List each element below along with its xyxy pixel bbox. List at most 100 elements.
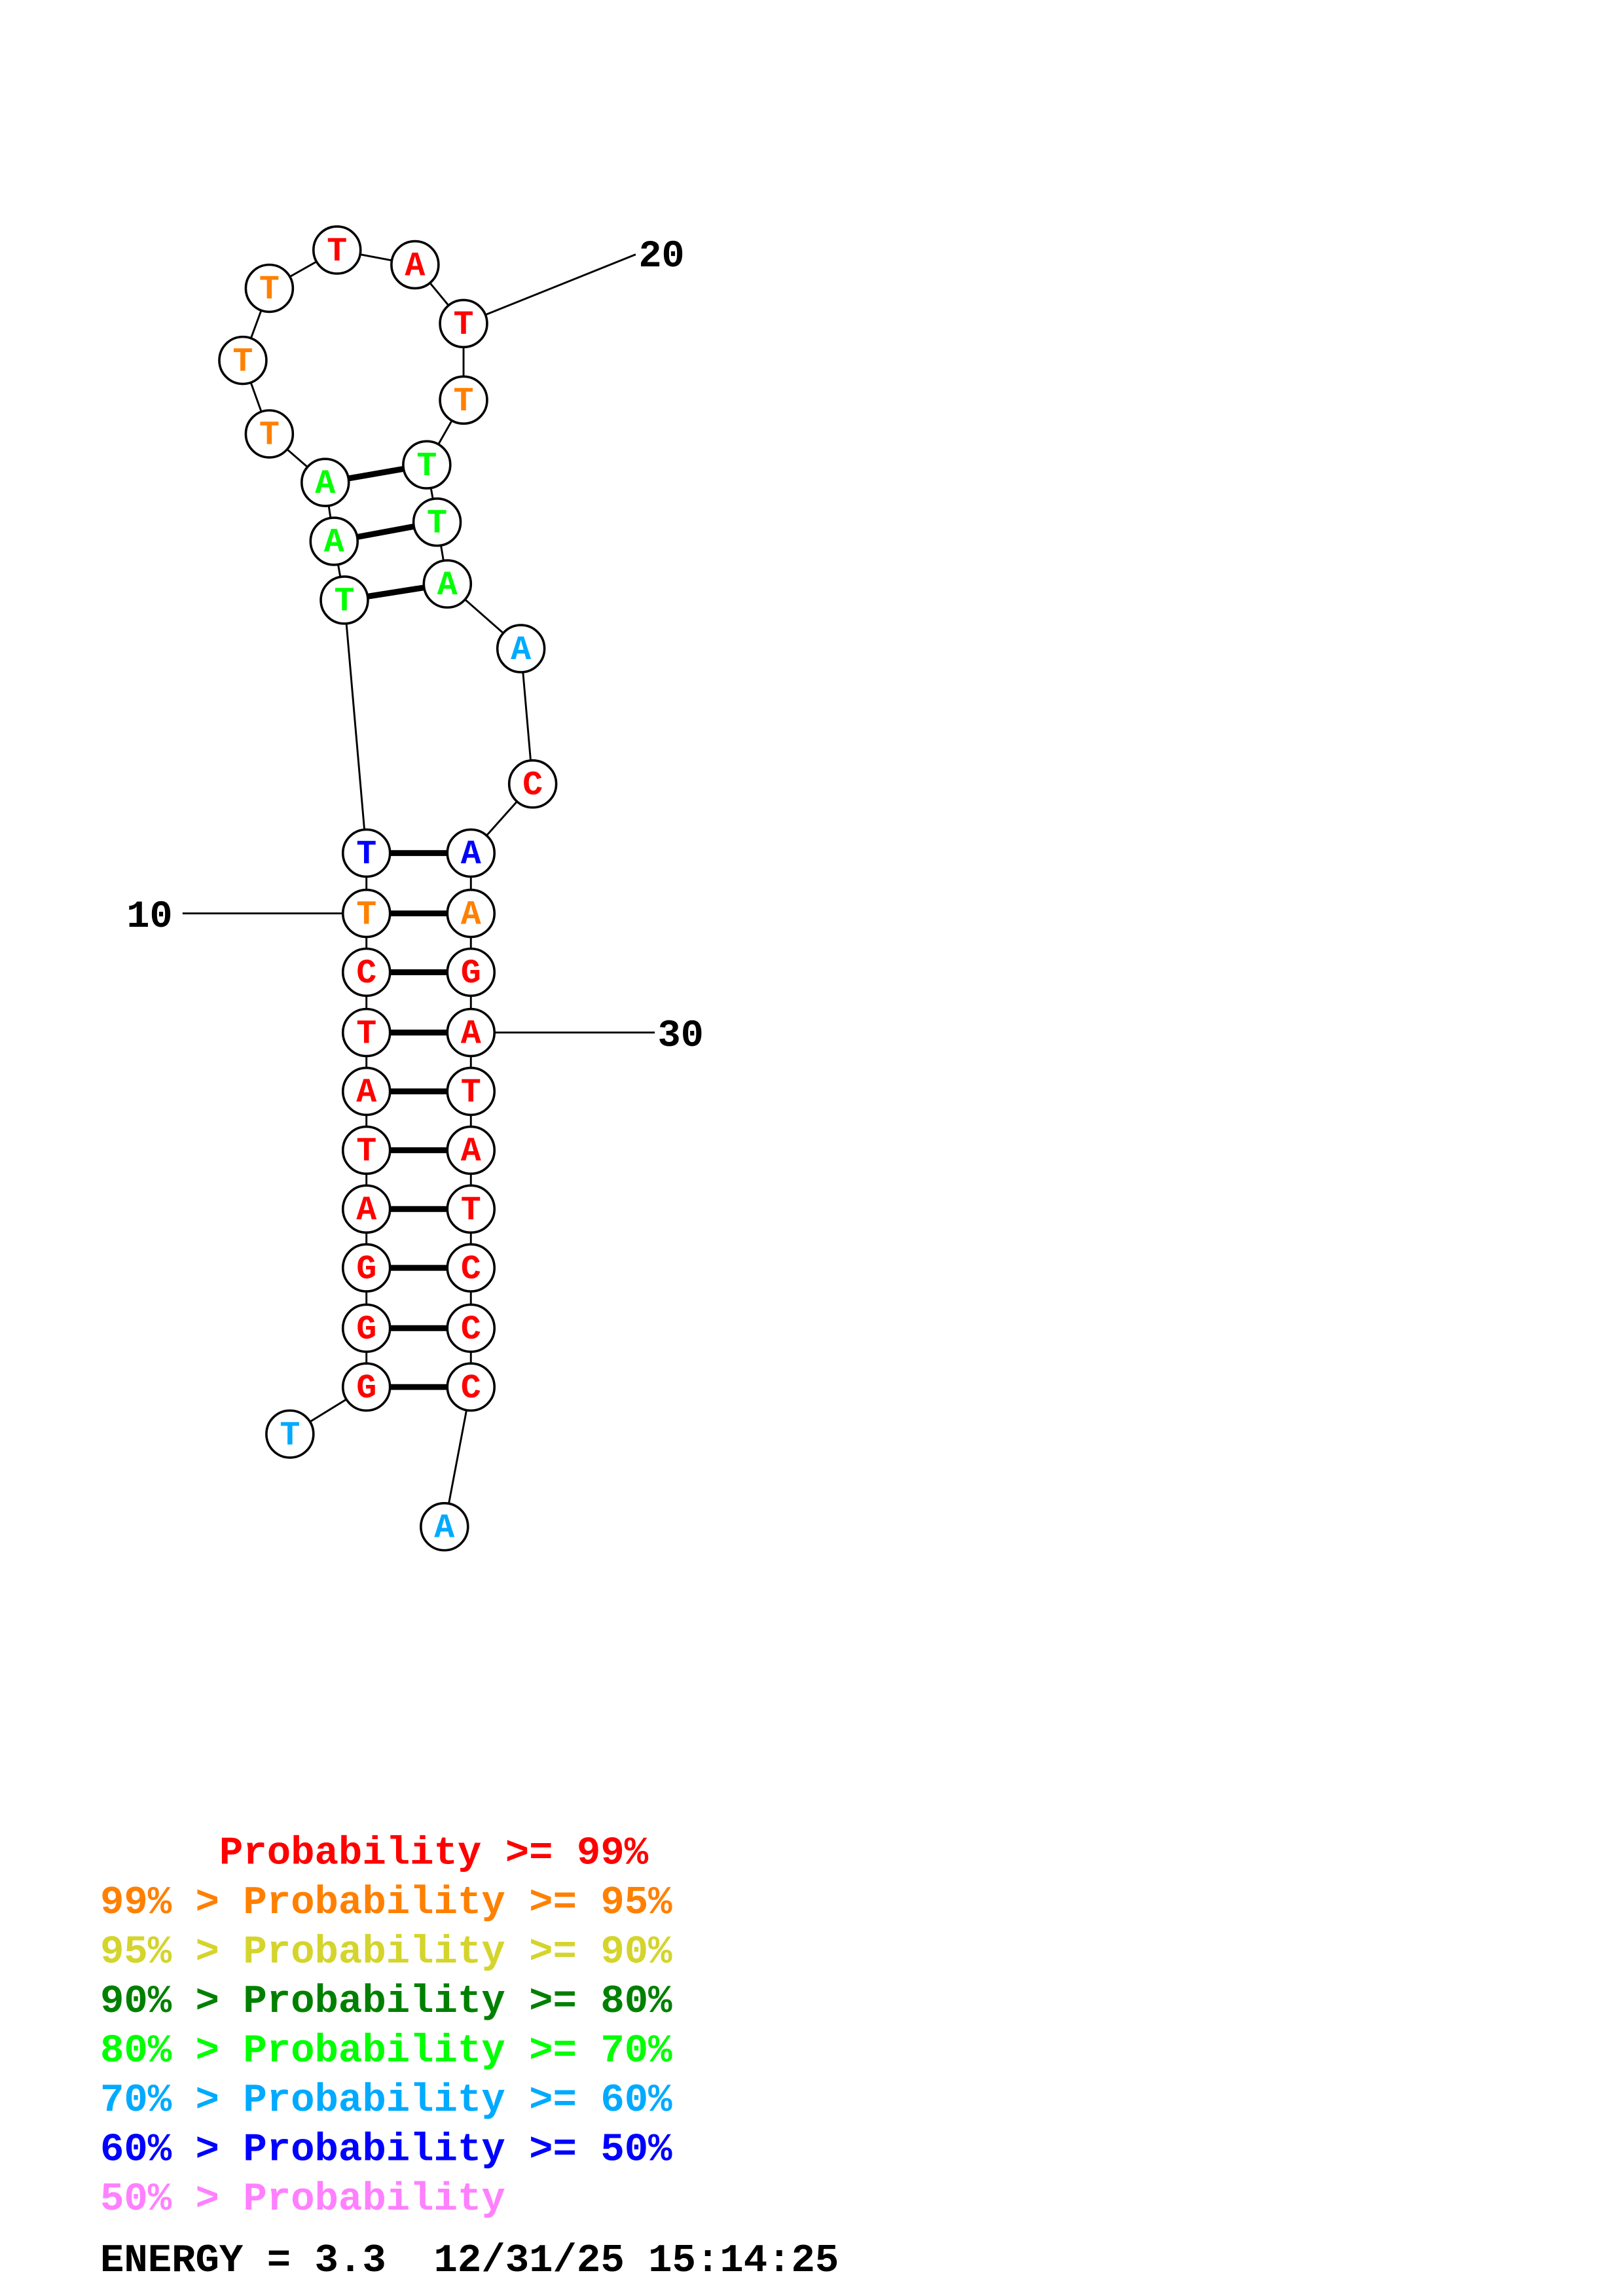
nucleotide: G bbox=[446, 947, 496, 997]
nucleotide: G bbox=[341, 1362, 392, 1412]
nucleotide: T bbox=[439, 298, 488, 349]
nucleotide-letter: A bbox=[324, 524, 345, 562]
nucleotide: T bbox=[446, 1066, 496, 1117]
nucleotide-circle bbox=[341, 1066, 392, 1117]
nucleotide: A bbox=[390, 240, 440, 290]
nucleotide-circle bbox=[446, 1184, 496, 1234]
nucleotide: T bbox=[446, 1184, 496, 1234]
nucleotide-letter: A bbox=[437, 566, 458, 605]
nucleotide-letter: T bbox=[461, 1191, 481, 1230]
nucleotide-circle bbox=[402, 440, 452, 490]
nucleotide-circle bbox=[446, 1007, 496, 1058]
nucleotide-circle bbox=[244, 409, 295, 459]
nucleotide-letter: A bbox=[315, 465, 336, 503]
nucleotide: T bbox=[412, 497, 462, 547]
nucleotide-letter: A bbox=[461, 895, 482, 934]
nucleotide-circle bbox=[341, 1303, 392, 1354]
nucleotide-circle bbox=[341, 888, 392, 939]
nucleotide-letter: C bbox=[461, 1310, 481, 1349]
nucleotide: A bbox=[301, 457, 350, 507]
nucleotide-circle bbox=[341, 1007, 392, 1058]
nucleotide-letter: T bbox=[232, 342, 253, 381]
nucleotide-circle bbox=[446, 1066, 496, 1117]
position-label: 10 bbox=[126, 895, 172, 939]
nucleotide: T bbox=[312, 225, 362, 275]
nucleotide-circle bbox=[309, 516, 359, 566]
nucleotide: T bbox=[341, 1007, 392, 1058]
nucleotide-circle bbox=[341, 1125, 392, 1175]
legend-entry: 80% > Probability >= 70% bbox=[100, 2028, 672, 2073]
nucleotide-circle bbox=[301, 457, 350, 507]
nucleotide-letter: A bbox=[461, 1132, 482, 1171]
nucleotide: T bbox=[319, 575, 369, 625]
nucleotide: A bbox=[422, 559, 473, 609]
nucleotide-letter: C bbox=[461, 1250, 481, 1289]
nucleotide-letter: G bbox=[356, 1250, 376, 1289]
nucleotide-letter: T bbox=[259, 270, 280, 309]
nucleotide-circle bbox=[390, 240, 440, 290]
nucleotide: A bbox=[420, 1501, 469, 1552]
nucleotide: T bbox=[341, 828, 392, 878]
nucleotide-letter: A bbox=[461, 835, 482, 874]
nucleotide-circle bbox=[446, 947, 496, 997]
nucleotide-letter: A bbox=[356, 1191, 377, 1230]
legend-entry: 50% > Probability bbox=[100, 2177, 505, 2222]
nucleotide: T bbox=[244, 263, 295, 314]
nucleotide-circle bbox=[446, 1125, 496, 1175]
legend-entry: Probability >= 99% bbox=[100, 1831, 649, 1876]
nucleotide-letter: T bbox=[356, 895, 376, 934]
nucleotide-circle bbox=[319, 575, 369, 625]
nucleotide-circle bbox=[341, 947, 392, 997]
nucleotide-letter: T bbox=[334, 583, 354, 621]
nucleotide: C bbox=[446, 1243, 496, 1293]
nucleotide: T bbox=[265, 1409, 315, 1459]
nucleotide: A bbox=[446, 1125, 496, 1175]
nucleotide: A bbox=[496, 624, 546, 673]
nucleotide-circle bbox=[446, 1243, 496, 1293]
nucleotide-letter: A bbox=[511, 631, 532, 670]
nucleotide-letter: T bbox=[454, 382, 474, 421]
legend-entry: 60% > Probability >= 50% bbox=[100, 2127, 672, 2172]
nucleotide: T bbox=[402, 440, 452, 490]
nucleotide: T bbox=[341, 1125, 392, 1175]
nucleotide: A bbox=[446, 888, 496, 939]
nucleotide-letter: T bbox=[416, 447, 437, 486]
nucleotide-letter: A bbox=[356, 1073, 377, 1112]
nucleotide-circle bbox=[446, 1303, 496, 1354]
nucleotide: A bbox=[446, 1007, 496, 1058]
nucleotide-circle bbox=[341, 1184, 392, 1234]
nucleotide-letter: A bbox=[405, 247, 426, 285]
nucleotide-circle bbox=[341, 1362, 392, 1412]
nucleotide-letter: T bbox=[327, 232, 347, 271]
probability-legend: Probability >= 99%99% > Probability >= 9… bbox=[100, 1831, 672, 2222]
nucleotide-letter: C bbox=[461, 1369, 481, 1408]
nucleotide-circle bbox=[496, 624, 546, 673]
nucleotide-letter: A bbox=[461, 1014, 482, 1053]
energy-footer: ENERGY = 3.3 12/31/25 15:14:25 bbox=[100, 2238, 839, 2284]
nucleotide: C bbox=[446, 1362, 496, 1412]
nucleotide-circle bbox=[412, 497, 462, 547]
nucleotide-circle bbox=[265, 1409, 315, 1459]
nucleotide-letter: G bbox=[356, 1310, 376, 1349]
nucleotide: A bbox=[341, 1066, 392, 1117]
nucleotide-letter: T bbox=[356, 1132, 376, 1171]
position-label: 30 bbox=[658, 1014, 704, 1058]
nucleotide-circle bbox=[341, 1243, 392, 1293]
nucleotide: A bbox=[309, 516, 359, 566]
nucleotide-letter: C bbox=[356, 954, 376, 993]
nucleotide-circle bbox=[446, 1362, 496, 1412]
position-label: 20 bbox=[638, 234, 684, 278]
nucleotide-circle bbox=[420, 1501, 469, 1552]
nucleotide: A bbox=[446, 828, 496, 878]
nucleotide: T bbox=[244, 409, 295, 459]
nucleotide-circle bbox=[422, 559, 473, 609]
nucleotide-letter: T bbox=[356, 1014, 376, 1053]
nucleotide-circle bbox=[507, 759, 558, 809]
legend-entry: 95% > Probability >= 90% bbox=[100, 1929, 672, 1975]
nucleotide: G bbox=[341, 1303, 392, 1354]
nucleotide: C bbox=[507, 759, 558, 809]
position-label-leader bbox=[463, 253, 636, 325]
legend-entry: 99% > Probability >= 95% bbox=[100, 1880, 672, 1926]
nucleotide-circle bbox=[244, 263, 295, 314]
nucleotide-circle bbox=[446, 888, 496, 939]
